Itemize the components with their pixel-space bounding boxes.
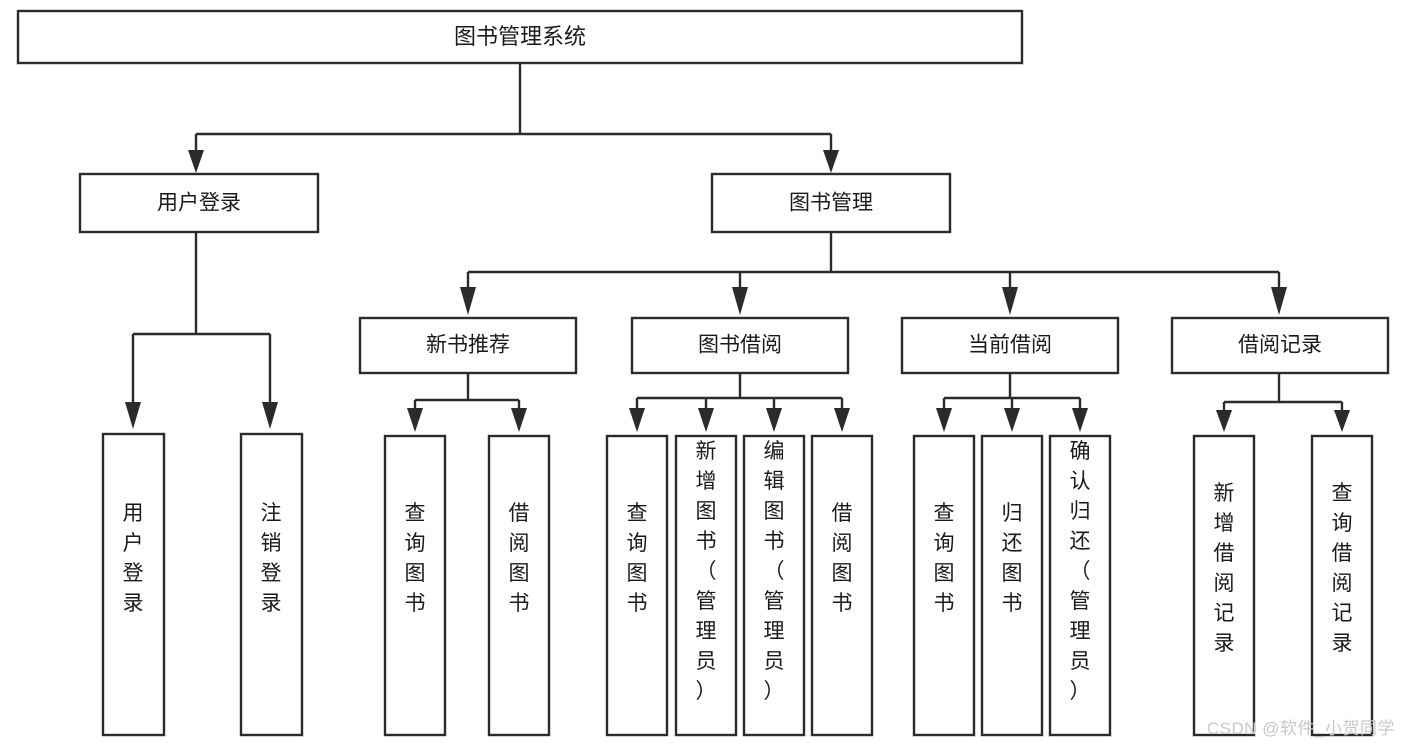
leaf-cb-query-book-box[interactable] xyxy=(912,434,976,737)
arrow-head-leaf-bookborrow-4 xyxy=(834,408,850,432)
leaf-node[interactable]: 编辑图书（管理员） xyxy=(742,434,806,737)
connector-group-newbook xyxy=(407,373,527,432)
connector-group-currentborrow xyxy=(936,373,1088,432)
arrow-head-leaf-userlogin-1 xyxy=(125,402,141,429)
node-book-management-box[interactable] xyxy=(710,172,952,234)
leaf-node[interactable]: 查询图书 xyxy=(383,434,447,737)
leaf-bb-query-book-box[interactable] xyxy=(605,434,669,737)
leaf-cb-query-book-label: 查询图书 xyxy=(934,502,955,615)
node-root-label: 图书管理系统 xyxy=(454,24,586,49)
arrow-head-leaf-currentborrow-1 xyxy=(936,408,952,432)
leaf-bb-query-book-label: 查询图书 xyxy=(627,502,648,615)
leaf-node[interactable]: 新增借阅记录 xyxy=(1192,434,1256,737)
csdn-watermark: CSDN @软件_小贺同学 xyxy=(1206,719,1395,738)
leaf-bb-add-book-box[interactable] xyxy=(674,434,738,737)
arrow-head-leaf-userlogin-2 xyxy=(262,402,278,429)
leaf-cb-confirm-return-box[interactable] xyxy=(1048,434,1112,737)
leaf-user-login-box[interactable] xyxy=(101,432,166,737)
node-new-book-recommend[interactable]: 新书推荐 xyxy=(358,316,578,375)
leaf-bb-edit-book-label: 编辑图书（管理员） xyxy=(764,440,785,703)
leaf-node[interactable]: 归还图书 xyxy=(980,434,1044,737)
leaf-br-query-record-box[interactable] xyxy=(1310,434,1374,737)
arrow-head-leaf-bookborrow-3 xyxy=(766,408,782,432)
leaf-nb-query-book-label: 查询图书 xyxy=(405,502,426,615)
connector-group-userlogin xyxy=(125,232,278,429)
connector-group-bookmgmt xyxy=(460,232,1287,315)
leaf-br-add-record-box[interactable] xyxy=(1192,434,1256,737)
leaf-cb-return-book-box[interactable] xyxy=(980,434,1044,737)
arrow-head-leaf-bookborrow-1 xyxy=(629,408,645,432)
leaf-cb-confirm-return-label: 确认归还（管理员） xyxy=(1070,440,1091,703)
node-current-borrow-box[interactable] xyxy=(900,316,1120,375)
leaf-node[interactable]: 新增图书（管理员） xyxy=(674,434,738,737)
leaf-node[interactable]: 查询借阅记录 xyxy=(1310,434,1374,737)
leaf-node[interactable]: 查询图书 xyxy=(912,434,976,737)
leaf-node[interactable]: 借阅图书 xyxy=(810,434,874,737)
leaf-node[interactable]: 用户登录 xyxy=(101,432,166,737)
connector-group-root xyxy=(188,63,839,173)
arrow-head-bookmgmt xyxy=(823,150,839,173)
node-user-login[interactable]: 用户登录 xyxy=(78,172,320,234)
node-current-borrow[interactable]: 当前借阅 xyxy=(900,316,1120,375)
node-borrow-record-box[interactable] xyxy=(1170,316,1390,375)
node-book-management-label: 图书管理 xyxy=(789,192,873,215)
leaf-logout-box[interactable] xyxy=(239,432,304,737)
leaf-bb-borrow-book-label: 借阅图书 xyxy=(832,502,853,615)
node-user-login-box[interactable] xyxy=(78,172,320,234)
leaf-user-login-label: 用户登录 xyxy=(123,502,144,615)
node-book-management[interactable]: 图书管理 xyxy=(710,172,952,234)
leaf-node[interactable]: 借阅图书 xyxy=(487,434,551,737)
arrow-head-newbook xyxy=(460,287,476,315)
node-current-borrow-label: 当前借阅 xyxy=(968,334,1052,357)
node-root[interactable]: 图书管理系统 xyxy=(16,9,1024,65)
node-borrow-record[interactable]: 借阅记录 xyxy=(1170,316,1390,375)
connector-group-bookborrow xyxy=(629,373,850,432)
node-book-borrow-box[interactable] xyxy=(630,316,850,375)
leaf-br-query-record-label: 查询借阅记录 xyxy=(1332,482,1353,655)
leaf-bb-add-book-label: 新增图书（管理员） xyxy=(696,440,717,703)
node-root-box[interactable] xyxy=(16,9,1024,65)
node-new-book-recommend-box[interactable] xyxy=(358,316,578,375)
arrow-head-leaf-currentborrow-3 xyxy=(1072,408,1088,432)
arrow-head-borrowrecord xyxy=(1271,287,1287,315)
arrow-head-leaf-newbook-2 xyxy=(511,408,527,432)
connector-group-borrowrecord xyxy=(1216,373,1350,432)
node-borrow-record-label: 借阅记录 xyxy=(1238,334,1322,357)
node-book-borrow-label: 图书借阅 xyxy=(698,334,782,357)
arrow-head-leaf-bookborrow-2 xyxy=(698,408,714,432)
arrow-head-leaf-borrowrecord-2 xyxy=(1334,410,1350,432)
arrow-head-userlogin xyxy=(188,150,204,173)
node-book-borrow[interactable]: 图书借阅 xyxy=(630,316,850,375)
leaf-bb-edit-book-box[interactable] xyxy=(742,434,806,737)
arrow-head-leaf-newbook-1 xyxy=(407,408,423,432)
arrow-head-leaf-currentborrow-2 xyxy=(1004,408,1020,432)
leaf-nb-borrow-book-box[interactable] xyxy=(487,434,551,737)
leaf-node[interactable]: 注销登录 xyxy=(239,432,304,737)
arrow-head-bookborrow xyxy=(732,287,748,315)
node-user-login-label: 用户登录 xyxy=(157,192,241,215)
leaf-node[interactable]: 确认归还（管理员） xyxy=(1048,434,1112,737)
node-new-book-recommend-label: 新书推荐 xyxy=(426,334,510,357)
arrow-head-currentborrow xyxy=(1002,287,1018,315)
leaf-nb-query-book-box[interactable] xyxy=(383,434,447,737)
leaf-nb-borrow-book-label: 借阅图书 xyxy=(509,502,530,615)
leaf-bb-borrow-book-box[interactable] xyxy=(810,434,874,737)
leaf-node[interactable]: 查询图书 xyxy=(605,434,669,737)
leaf-logout-label: 注销登录 xyxy=(261,502,282,615)
leaf-br-add-record-label: 新增借阅记录 xyxy=(1214,482,1235,655)
leaf-cb-return-book-label: 归还图书 xyxy=(1002,502,1023,615)
arrow-head-leaf-borrowrecord-1 xyxy=(1216,410,1232,432)
